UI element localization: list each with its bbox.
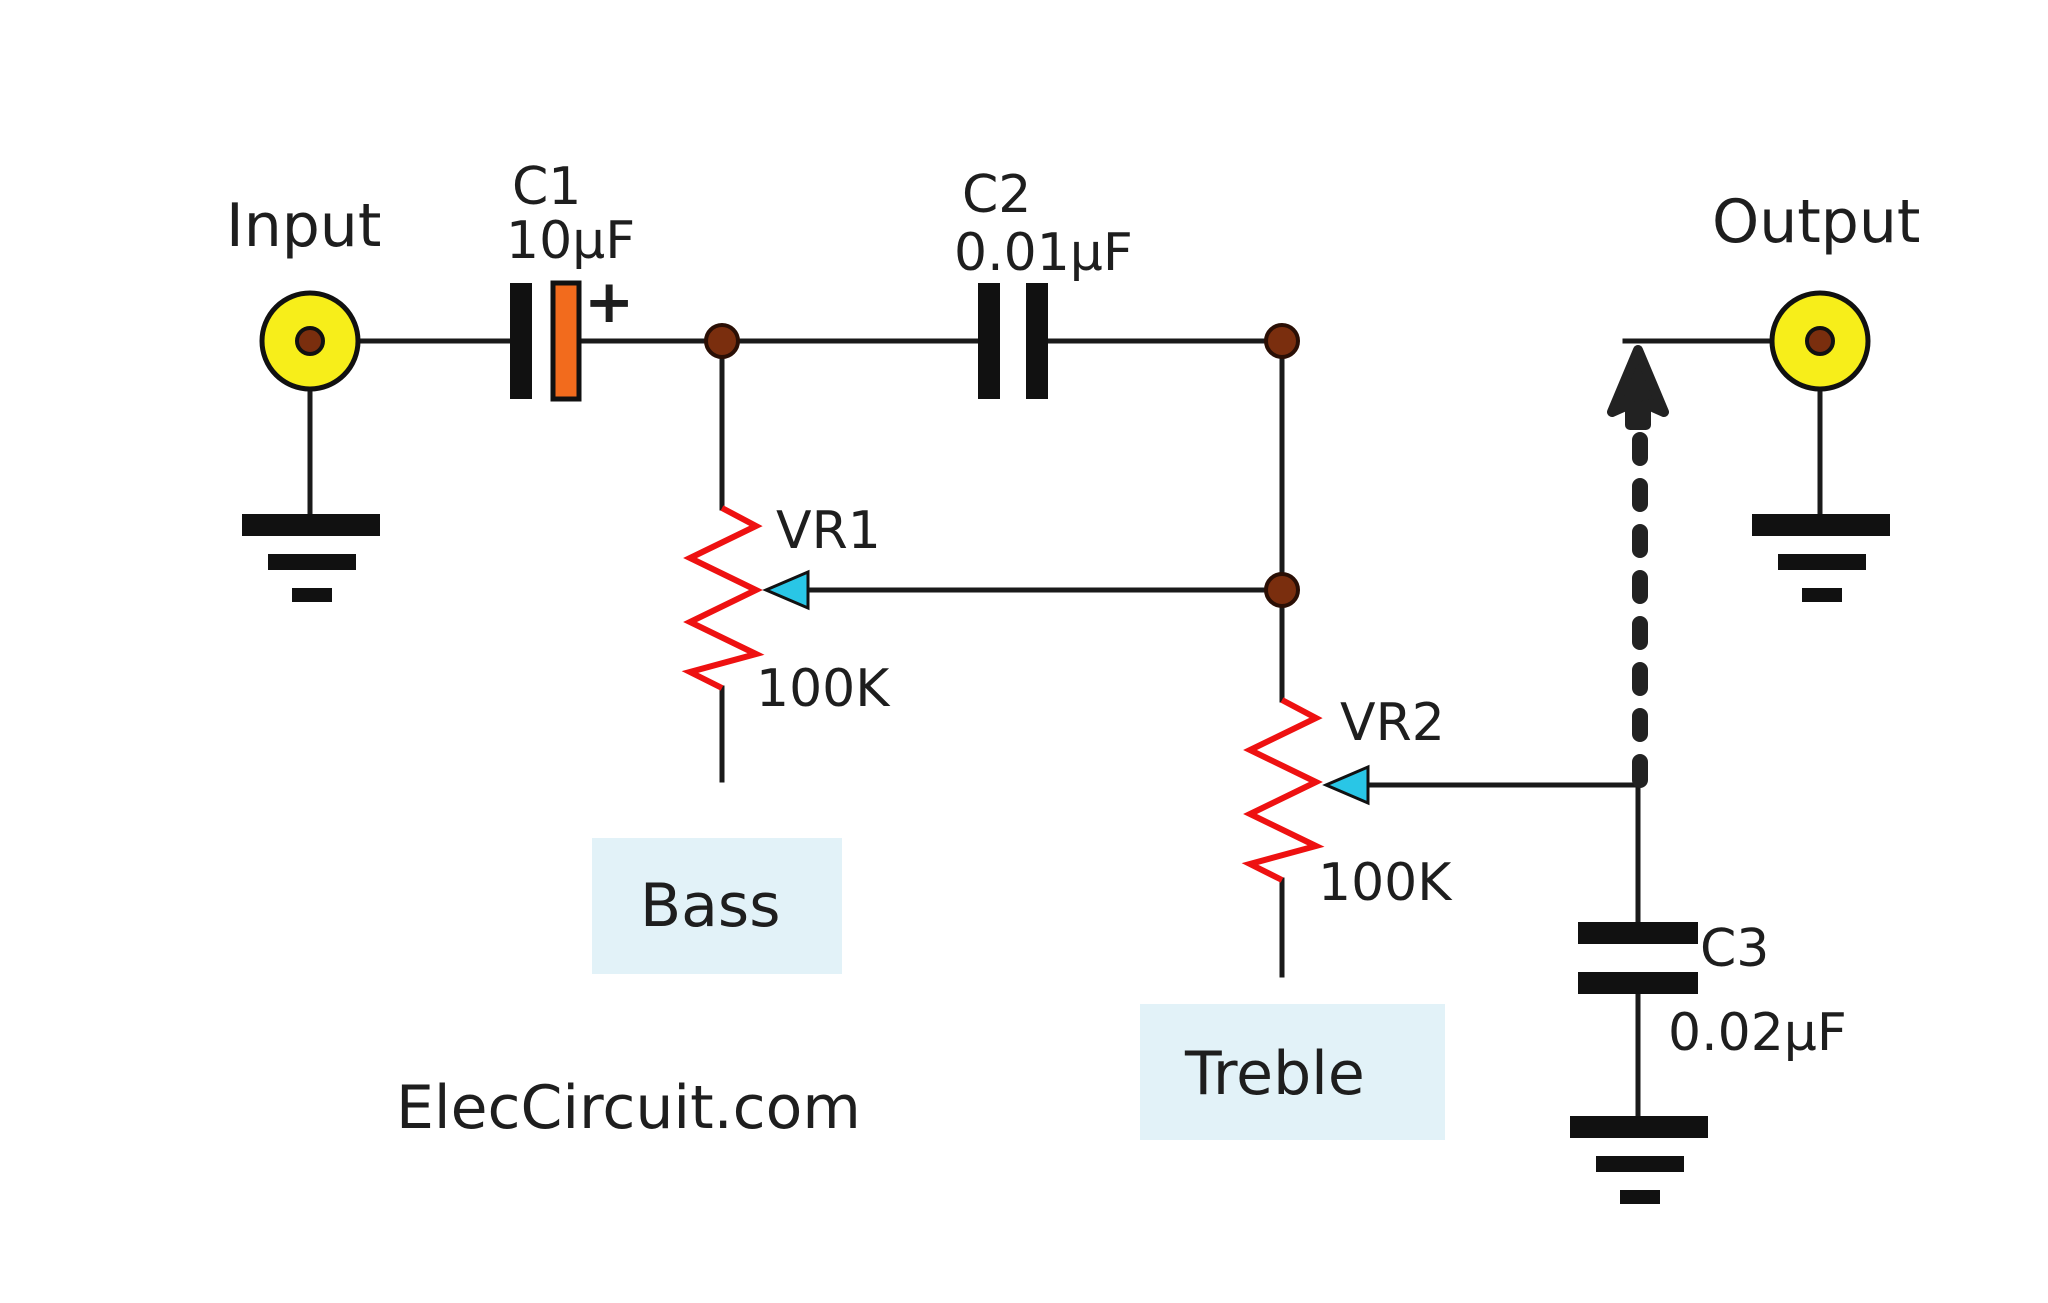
- c3-value-label: 0.02μF: [1668, 1003, 1847, 1063]
- c1-name-label: C1: [512, 157, 581, 217]
- vr2-name-label: VR2: [1340, 693, 1445, 753]
- c1-electrolyte-plate: [550, 280, 582, 402]
- ground-output-icon: [1752, 514, 1890, 602]
- wires: [307, 338, 1823, 1128]
- vr2-value-label: 100K: [1318, 853, 1453, 913]
- junction-node-b: [1264, 323, 1300, 359]
- dotted-connection-arrow: [1607, 345, 1669, 788]
- vr1-name-label: VR1: [776, 501, 881, 561]
- capacitor-c2: [978, 283, 1048, 399]
- vr2-resistor-zigzag: [1241, 697, 1325, 883]
- junction-node-a: [704, 323, 740, 359]
- output-label: Output: [1712, 187, 1920, 257]
- vr2-wiper-arrow-icon: [1322, 764, 1370, 806]
- potentiometer-vr2: [1241, 697, 1370, 883]
- capacitor-c3: [1578, 922, 1698, 994]
- ground-c3-icon: [1570, 1116, 1708, 1204]
- vr1-wiper-arrow-icon: [762, 569, 810, 611]
- bass-label-box: [592, 838, 842, 974]
- input-label: Input: [226, 191, 381, 261]
- c1-polarity-label: +: [584, 267, 634, 337]
- c3-name-label: C3: [1700, 919, 1769, 979]
- junctions: [704, 323, 1300, 608]
- output-jack-pin: [1805, 326, 1835, 356]
- potentiometer-vr1: [681, 505, 810, 691]
- c1-plate: [510, 283, 532, 399]
- capacitor-c1: [510, 280, 582, 402]
- junction-node-c: [1264, 572, 1300, 608]
- c1-value-label: 10μF: [506, 211, 635, 271]
- input-jack-pin: [295, 326, 325, 356]
- input-jack: [259, 290, 361, 392]
- arrow-head-icon: [1607, 345, 1669, 430]
- c2-name-label: C2: [962, 165, 1031, 225]
- bass-label: Bass: [640, 871, 780, 941]
- vr1-value-label: 100K: [756, 659, 891, 719]
- c2-value-label: 0.01μF: [954, 223, 1133, 283]
- brand-label: ElecCircuit.com: [396, 1073, 861, 1143]
- vr1-resistor-zigzag: [681, 505, 765, 691]
- treble-label: Treble: [1184, 1039, 1365, 1109]
- ground-input-icon: [242, 514, 380, 602]
- output-jack: [1769, 290, 1871, 392]
- treble-label-box: [1140, 1004, 1445, 1140]
